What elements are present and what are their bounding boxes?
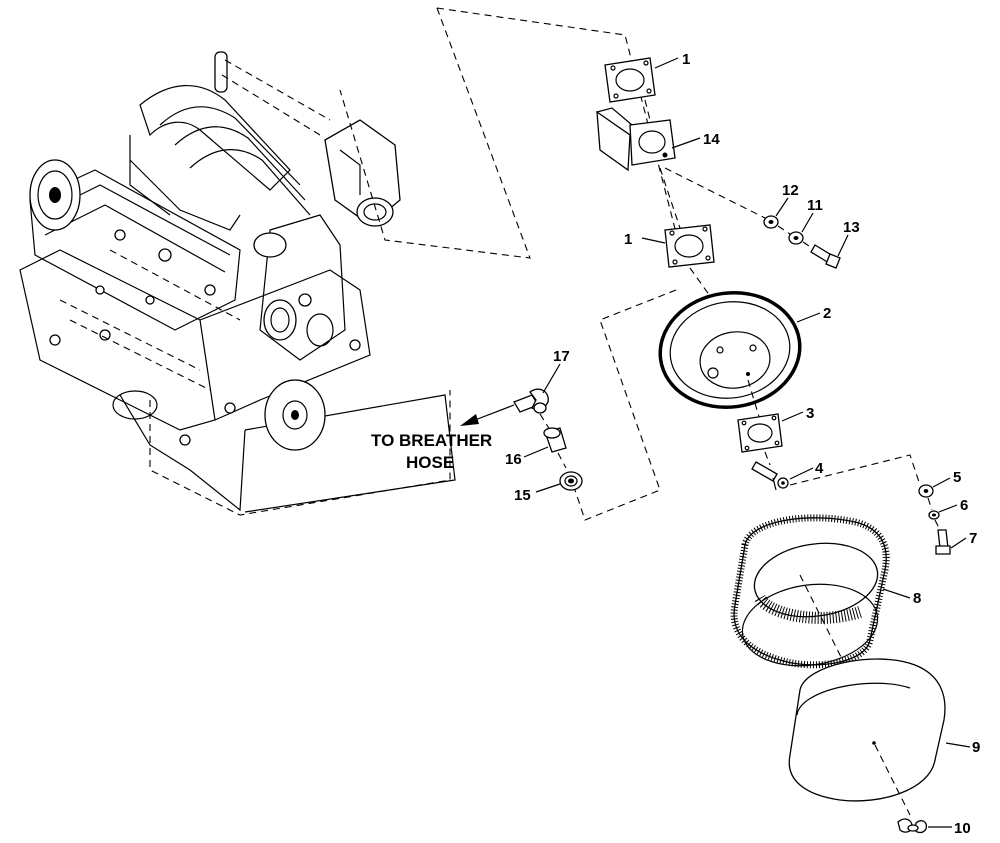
part-1-gasket-top <box>604 57 656 103</box>
part-5-washer <box>918 484 934 498</box>
part-label-12: 12 <box>782 182 799 199</box>
part-label-14: 14 <box>703 131 720 148</box>
part-13-screw <box>810 244 841 269</box>
part-10-wing-nut <box>897 818 928 834</box>
part-7-screw <box>935 529 951 555</box>
part-12-washer <box>763 215 779 229</box>
part-label-8: 8 <box>913 590 921 607</box>
part-17-elbow-fitting <box>513 388 549 414</box>
part-label-4: 4 <box>815 460 824 477</box>
part-label-2: 2 <box>823 305 831 322</box>
part-label-3: 3 <box>806 405 814 422</box>
part-15-grommet <box>559 471 583 491</box>
part-label-17: 17 <box>553 348 570 365</box>
part-label-1b: 1 <box>624 231 632 248</box>
part-label-16: 16 <box>505 451 522 468</box>
part-label-15: 15 <box>514 487 531 504</box>
part-2-air-cleaner-base <box>658 290 802 410</box>
part-label-7: 7 <box>969 530 977 547</box>
engine-assembly <box>19 51 456 516</box>
part-1-gasket-lower <box>664 224 715 268</box>
part-3-gasket <box>737 413 783 453</box>
part-11-lockwasher <box>788 231 804 245</box>
assembly-outline-upper <box>339 7 681 259</box>
part-label-5: 5 <box>953 469 961 486</box>
part-label-11: 11 <box>807 197 823 214</box>
part-4-clip <box>751 461 789 491</box>
part-14-bracket <box>596 107 676 172</box>
part-label-6: 6 <box>960 497 968 514</box>
breather-hose-label-line2: HOSE <box>406 453 454 472</box>
engine-detail-bolts <box>49 229 361 446</box>
part-label-9: 9 <box>972 739 980 756</box>
part-label-13: 13 <box>843 219 860 236</box>
breather-hose-label-line1: TO BREATHER <box>371 431 492 450</box>
part-16-adapter <box>543 427 567 453</box>
part-label-10: 10 <box>954 820 971 837</box>
part-label-1a: 1 <box>682 51 690 68</box>
part-9-cover <box>788 658 946 802</box>
part-6-lockwasher <box>928 510 940 520</box>
breather-bracket-outline <box>569 289 677 521</box>
part-8-filter-element <box>730 514 890 669</box>
